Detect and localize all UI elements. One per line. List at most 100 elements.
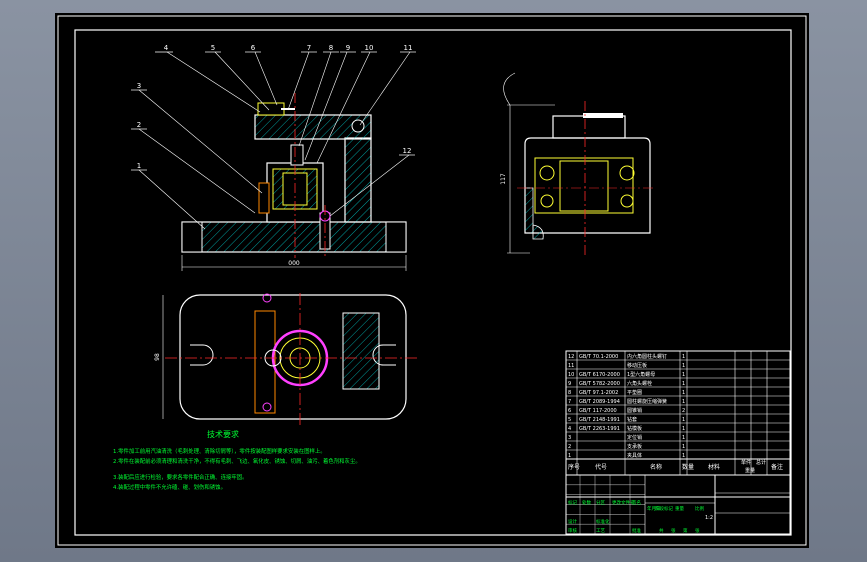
callout-12: 12 bbox=[403, 147, 412, 155]
bom-cell-qty: 1 bbox=[682, 435, 685, 441]
tech-line-2: 2.零件在装配前必须清理和清洗干净，不得有毛刺、飞边、氧化皮、锈蚀、切屑、油污、… bbox=[113, 457, 361, 465]
bom-cell-code: GB/T 2148-1991 bbox=[579, 417, 620, 423]
callout-2: 2 bbox=[137, 121, 141, 129]
bom-cell-code: GB/T 117-2000 bbox=[579, 408, 617, 414]
title-block-label: 张 bbox=[695, 527, 700, 534]
bom-cell-qty: 1 bbox=[682, 453, 685, 459]
callout-11: 11 bbox=[404, 44, 413, 52]
outer-border bbox=[57, 15, 807, 546]
bom-cell-name: 圆柱螺旋压缩弹簧 bbox=[627, 398, 667, 405]
bom-cell-no: 10 bbox=[568, 372, 574, 378]
bom-cell-name: 钻套 bbox=[627, 416, 637, 423]
bom-cell-no: 5 bbox=[568, 417, 571, 423]
inner-border bbox=[74, 29, 792, 536]
bom-head-no: 序号 bbox=[568, 463, 580, 471]
bom-cell-code: GB/T 2089-1994 bbox=[579, 399, 620, 405]
callout-9: 9 bbox=[346, 44, 350, 52]
callout-4: 4 bbox=[164, 44, 169, 52]
bom-cell-no: 6 bbox=[568, 408, 571, 414]
base-body bbox=[181, 221, 407, 253]
title-block-label: 更改文件号 bbox=[612, 499, 635, 506]
bom-cell-name: 圆锥销 bbox=[627, 407, 642, 414]
bom-cell-no: 1 bbox=[568, 453, 571, 459]
plan-height-dim: 98 bbox=[154, 353, 161, 361]
bom-cell-name: 1型六角螺母 bbox=[627, 371, 655, 378]
bom-cell-name: 钻模板 bbox=[627, 425, 642, 432]
callout-7: 7 bbox=[307, 44, 311, 52]
title-block-label: 比例 bbox=[695, 505, 704, 512]
bom-cell-no: 7 bbox=[568, 399, 571, 405]
title-block-label: 批准 bbox=[632, 527, 641, 534]
bom-head-total: 总计 bbox=[756, 459, 766, 466]
title-block-label: 共 bbox=[659, 527, 664, 534]
side-height-dim: 117 bbox=[500, 173, 507, 185]
front-view[interactable]: 000 bbox=[131, 44, 416, 271]
bom-cell-qty: 1 bbox=[682, 399, 685, 405]
bom-cell-code: GB/T 70.1-2000 bbox=[579, 354, 618, 360]
bom-cell-qty: 1 bbox=[682, 354, 685, 360]
bom-cell-code: GB/T 97.1-2002 bbox=[579, 390, 618, 396]
bom-head-qty: 数量 bbox=[682, 463, 694, 471]
bom-cell-qty: 1 bbox=[682, 390, 685, 396]
tech-line-1: 1.零件加工前用汽油清洗（毛刺处理、清除切屑等），零件按装配图样要求安装在图样上… bbox=[113, 447, 326, 455]
bom-cell-code: GB/T 5782-2000 bbox=[579, 381, 620, 387]
title-block-label: 阶段标记 bbox=[655, 505, 673, 512]
tech-line-3: 3.装配后应进行检验，要求各零件配合正确、连接牢固。 bbox=[113, 473, 248, 481]
tech-line-4: 4.装配过程中零件不允许磕、碰、划伤和锈蚀。 bbox=[113, 483, 226, 491]
bom-head-unit: 单件 bbox=[741, 459, 751, 466]
bom-cell-name: 夹具体 bbox=[627, 452, 642, 459]
title-block-label: 标记 bbox=[568, 499, 577, 506]
base-width-dim: 000 bbox=[288, 260, 300, 267]
scale-label: 1:2 bbox=[705, 515, 713, 521]
title-block-label: 签名 bbox=[632, 499, 641, 506]
title-block-label: 年月日 bbox=[647, 505, 661, 512]
bom-cell-qty: 1 bbox=[682, 372, 685, 378]
side-view[interactable]: 117 bbox=[500, 72, 655, 258]
title-block-label: 工艺 bbox=[596, 528, 605, 534]
bom-head-name: 名称 bbox=[650, 463, 662, 471]
bom-cell-qty: 1 bbox=[682, 444, 685, 450]
bom-cell-no: 12 bbox=[568, 354, 574, 360]
bom-cell-name: 六角头螺栓 bbox=[627, 380, 652, 387]
column bbox=[344, 137, 372, 223]
title-block-label: 张 bbox=[671, 527, 676, 534]
bom-cell-name: 内六角圆柱头螺钉 bbox=[627, 353, 667, 360]
bom-cell-qty: 2 bbox=[682, 408, 685, 414]
title-block-label: 审核 bbox=[568, 527, 577, 534]
bom-head-remark: 备注 bbox=[771, 463, 783, 471]
technical-requirements: 技术要求 1.零件加工前用汽油清洗（毛刺处理、清除切屑等），零件按装配图样要求安… bbox=[113, 429, 361, 491]
drawing-sheet[interactable]: 000 bbox=[55, 13, 809, 548]
callout-3: 3 bbox=[137, 82, 141, 90]
title-block-label: 重量 bbox=[675, 505, 684, 512]
title-block-label: 设计 bbox=[568, 518, 577, 525]
bom-cell-no: 2 bbox=[568, 444, 571, 450]
cad-drawing: 000 bbox=[57, 15, 807, 546]
bom-cell-name: 移动压板 bbox=[627, 362, 647, 369]
bom-cell-no: 9 bbox=[568, 381, 571, 387]
callout-5: 5 bbox=[211, 44, 215, 52]
plan-view[interactable]: 98 bbox=[154, 293, 420, 425]
bom-cell-code: GB/T 2263-1991 bbox=[579, 426, 620, 432]
bom-cell-no: 11 bbox=[568, 363, 574, 369]
bom-cell-name: 支承板 bbox=[627, 443, 642, 450]
bom-cell-no: 4 bbox=[568, 426, 571, 432]
bom-head-material: 材料 bbox=[708, 463, 720, 471]
bom-cell-name: 定位销 bbox=[627, 434, 642, 441]
title-block[interactable]: 标记处数分区更改文件号签名年月日设计标准化阶段标记重量比例审核工艺批准共张第张 … bbox=[565, 474, 791, 535]
bom-cell-no: 8 bbox=[568, 390, 571, 396]
bom-cell-qty: 1 bbox=[682, 417, 685, 423]
tech-title: 技术要求 bbox=[207, 429, 239, 439]
callout-10: 10 bbox=[365, 44, 374, 52]
callout-8: 8 bbox=[329, 44, 333, 52]
title-block-label: 标准化 bbox=[596, 518, 610, 525]
callout-6: 6 bbox=[251, 44, 256, 52]
bom-cell-name: 平垫圈 bbox=[627, 389, 642, 396]
callout-1: 1 bbox=[137, 162, 141, 170]
bom-cell-code: GB/T 6170-2000 bbox=[579, 372, 620, 378]
bom-cell-qty: 1 bbox=[682, 381, 685, 387]
bom-cell-qty: 1 bbox=[682, 426, 685, 432]
title-block-label: 分区 bbox=[596, 499, 605, 506]
bom-cell-qty: 1 bbox=[682, 363, 685, 369]
bom-head-code: 代号 bbox=[595, 463, 607, 471]
